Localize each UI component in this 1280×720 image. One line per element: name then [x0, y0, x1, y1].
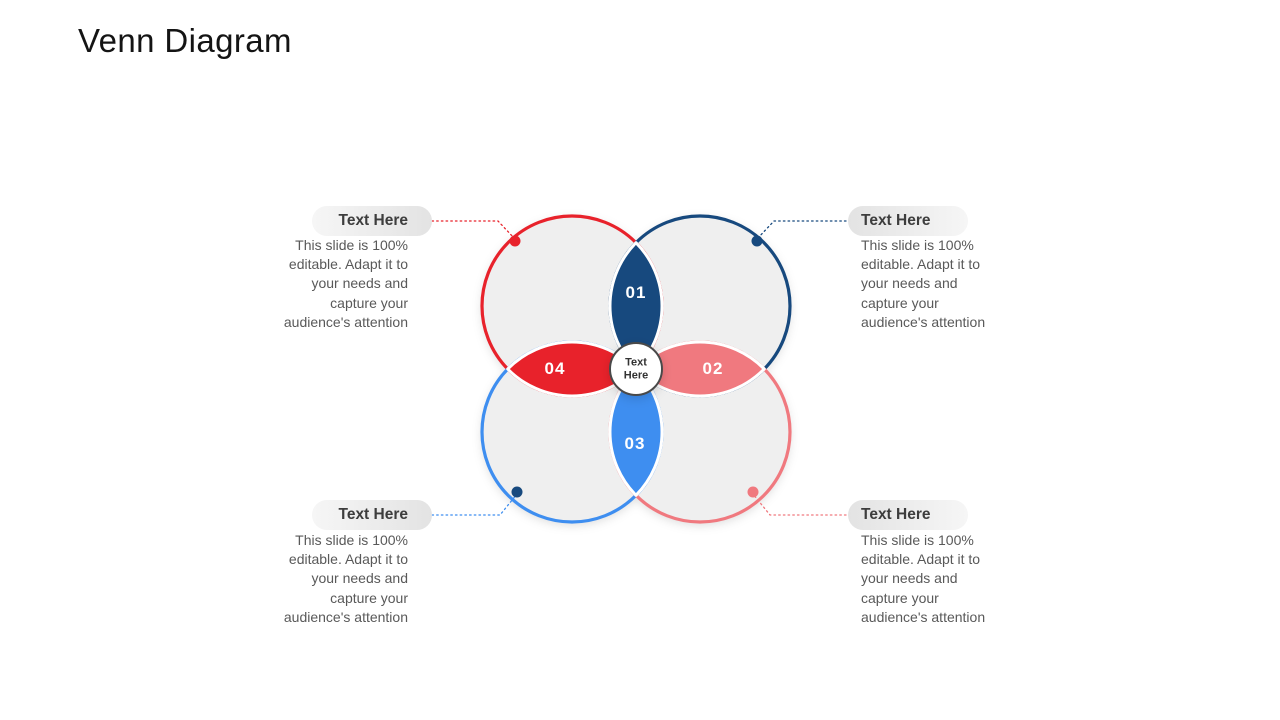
callout-pill-top-left — [312, 206, 432, 236]
callout-body-line: your needs and — [311, 570, 408, 587]
callout-body-bottom-right[interactable]: This slide is 100% editable. Adapt it to… — [861, 531, 1019, 627]
connector-line-bottom-right — [752, 493, 847, 516]
segment-01-label[interactable]: 01 — [625, 283, 647, 302]
connector-dot-bottom-right — [747, 486, 759, 498]
connector-dot-top-left — [509, 235, 521, 247]
callout-body-line: This slide is 100% — [295, 237, 408, 253]
segment-02-petal[interactable] — [634, 340, 766, 398]
callout-pill-bottom-right — [848, 500, 968, 530]
slide-title[interactable]: Venn Diagram — [78, 22, 292, 59]
connector-line-top-left — [431, 220, 516, 240]
callout-body-line: This slide is 100% — [861, 532, 974, 548]
segment-03-label[interactable]: 03 — [624, 434, 646, 453]
callout-body-line: editable. Adapt it to — [861, 551, 981, 568]
callout-title-top-right[interactable]: Text Here — [861, 212, 931, 229]
callout-body-line: editable. Adapt it to — [288, 551, 408, 568]
callout-body-line: your needs and — [861, 275, 958, 292]
center-circle[interactable] — [609, 342, 663, 396]
connector-line-top-right — [756, 220, 847, 240]
segment-02-label[interactable]: 02 — [702, 359, 724, 378]
center-label[interactable]: Text Here — [623, 356, 649, 382]
callout-title-bottom-right[interactable]: Text Here — [861, 506, 931, 523]
callout-body-line: audience's attention — [283, 608, 408, 625]
callout-body-top-right[interactable]: This slide is 100% editable. Adapt it to… — [861, 236, 1019, 332]
callout-body-line: editable. Adapt it to — [288, 256, 408, 273]
callout-title-bottom-left[interactable]: Text Here — [338, 506, 409, 523]
segment-03-petal[interactable] — [608, 367, 664, 497]
callout-body-line: capture your — [861, 294, 939, 311]
venn-segments — [506, 241, 766, 497]
callout-pill-top-right — [848, 206, 968, 236]
callout-body-line: audience's attention — [861, 313, 986, 330]
callout-body-line: capture your — [330, 589, 408, 606]
callout-body-line: audience's attention — [283, 313, 408, 330]
callout-body-bottom-left[interactable]: This slide is 100% editable. Adapt it to… — [250, 531, 408, 627]
callout-body-line: audience's attention — [861, 608, 986, 625]
callout-body-line: your needs and — [861, 570, 958, 587]
callout-body-top-left[interactable]: This slide is 100% editable. Adapt it to… — [250, 236, 408, 332]
callout-body-line: capture your — [861, 589, 939, 606]
segment-04-label[interactable]: 04 — [544, 359, 566, 378]
callout-title-top-left[interactable]: Text Here — [338, 212, 409, 229]
connector-line-bottom-left — [431, 493, 518, 516]
callout-body-line: editable. Adapt it to — [861, 256, 981, 273]
callout-body-line: This slide is 100% — [861, 237, 974, 253]
callout-pill-bottom-left — [312, 500, 432, 530]
connector-dot-bottom-left — [511, 486, 523, 498]
connector-dot-top-right — [751, 235, 763, 247]
callout-body-line: capture your — [330, 294, 408, 311]
callout-body-line: This slide is 100% — [295, 532, 408, 548]
callout-body-line: your needs and — [311, 275, 408, 292]
